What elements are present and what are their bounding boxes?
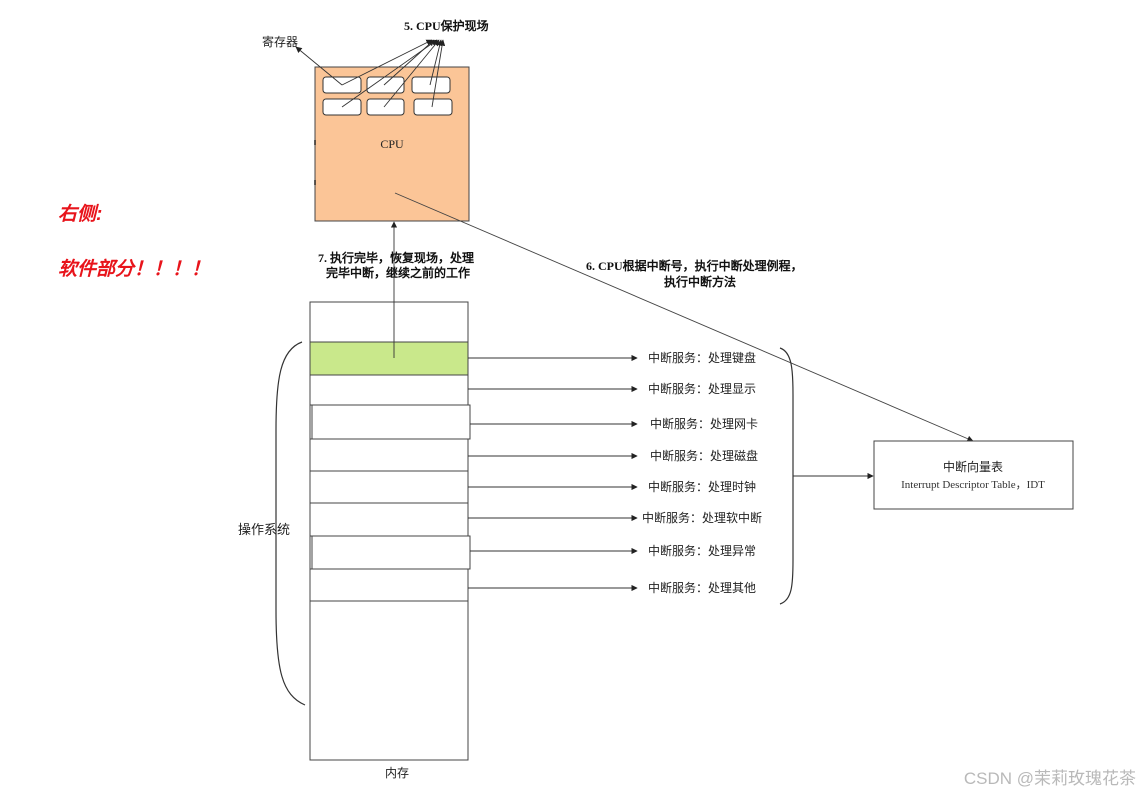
memory-cell xyxy=(309,502,469,537)
watermark: CSDN @茉莉玫瑰花茶 xyxy=(964,769,1136,788)
side-note-emphasis: 软件部分！！！！ xyxy=(58,258,210,280)
memory-cell xyxy=(309,438,469,472)
service-label: 中断服务：处理键盘 xyxy=(648,350,756,365)
memory-cell-highlighted xyxy=(309,341,469,376)
side-note-title: 右侧: xyxy=(58,203,102,225)
memory-cell xyxy=(311,404,471,440)
memory-cell xyxy=(309,374,469,406)
services-brace xyxy=(779,347,794,605)
step7-label-line1: 7. 执行完毕，恢复现场，处理 xyxy=(318,250,474,265)
memory-cell xyxy=(311,535,471,570)
memory-cell xyxy=(309,568,469,602)
register-cell xyxy=(411,76,451,94)
save-arrow xyxy=(431,39,446,108)
service-label: 中断服务：处理网卡 xyxy=(650,416,758,431)
service-label: 中断服务：处理显示 xyxy=(648,381,756,396)
service-list: 中断服务：处理键盘中断服务：处理显示中断服务：处理网卡中断服务：处理磁盘中断服务… xyxy=(468,350,762,595)
service-label: 中断服务：处理时钟 xyxy=(648,479,756,494)
os-label: 操作系统 xyxy=(238,522,290,537)
cpu-to-idt-arrow xyxy=(394,192,974,442)
register-cell xyxy=(366,76,405,94)
service-label: 中断服务：处理异常 xyxy=(648,543,756,558)
save-arrow xyxy=(429,39,443,86)
step6-label-line1: 6. CPU根据中断号，执行中断处理例程， xyxy=(586,258,803,273)
memory-cells xyxy=(309,341,471,602)
save-arrow xyxy=(341,39,433,86)
step7-label-line2: 完毕中断，继续之前的工作 xyxy=(326,265,470,280)
memory-cell xyxy=(309,470,469,504)
idt-title: 中断向量表 xyxy=(943,459,1003,474)
step5-label: 5. CPU保护现场 xyxy=(404,18,489,33)
save-arrow xyxy=(341,39,438,108)
save-arrow xyxy=(383,39,440,108)
idt-subtitle: Interrupt Descriptor Table，IDT xyxy=(901,479,1045,491)
registers-label: 寄存器 xyxy=(262,34,298,49)
register-cell xyxy=(366,98,405,116)
memory-label: 内存 xyxy=(385,766,409,780)
save-arrow xyxy=(295,46,343,86)
os-brace xyxy=(275,341,306,706)
service-label: 中断服务：处理磁盘 xyxy=(650,448,758,463)
step6-label-line2: 执行中断方法 xyxy=(664,274,736,289)
cpu-label: CPU xyxy=(380,137,404,151)
service-label: 中断服务：处理其他 xyxy=(648,580,756,595)
service-label: 中断服务：处理软中断 xyxy=(642,510,762,525)
idt-box xyxy=(873,440,1074,510)
